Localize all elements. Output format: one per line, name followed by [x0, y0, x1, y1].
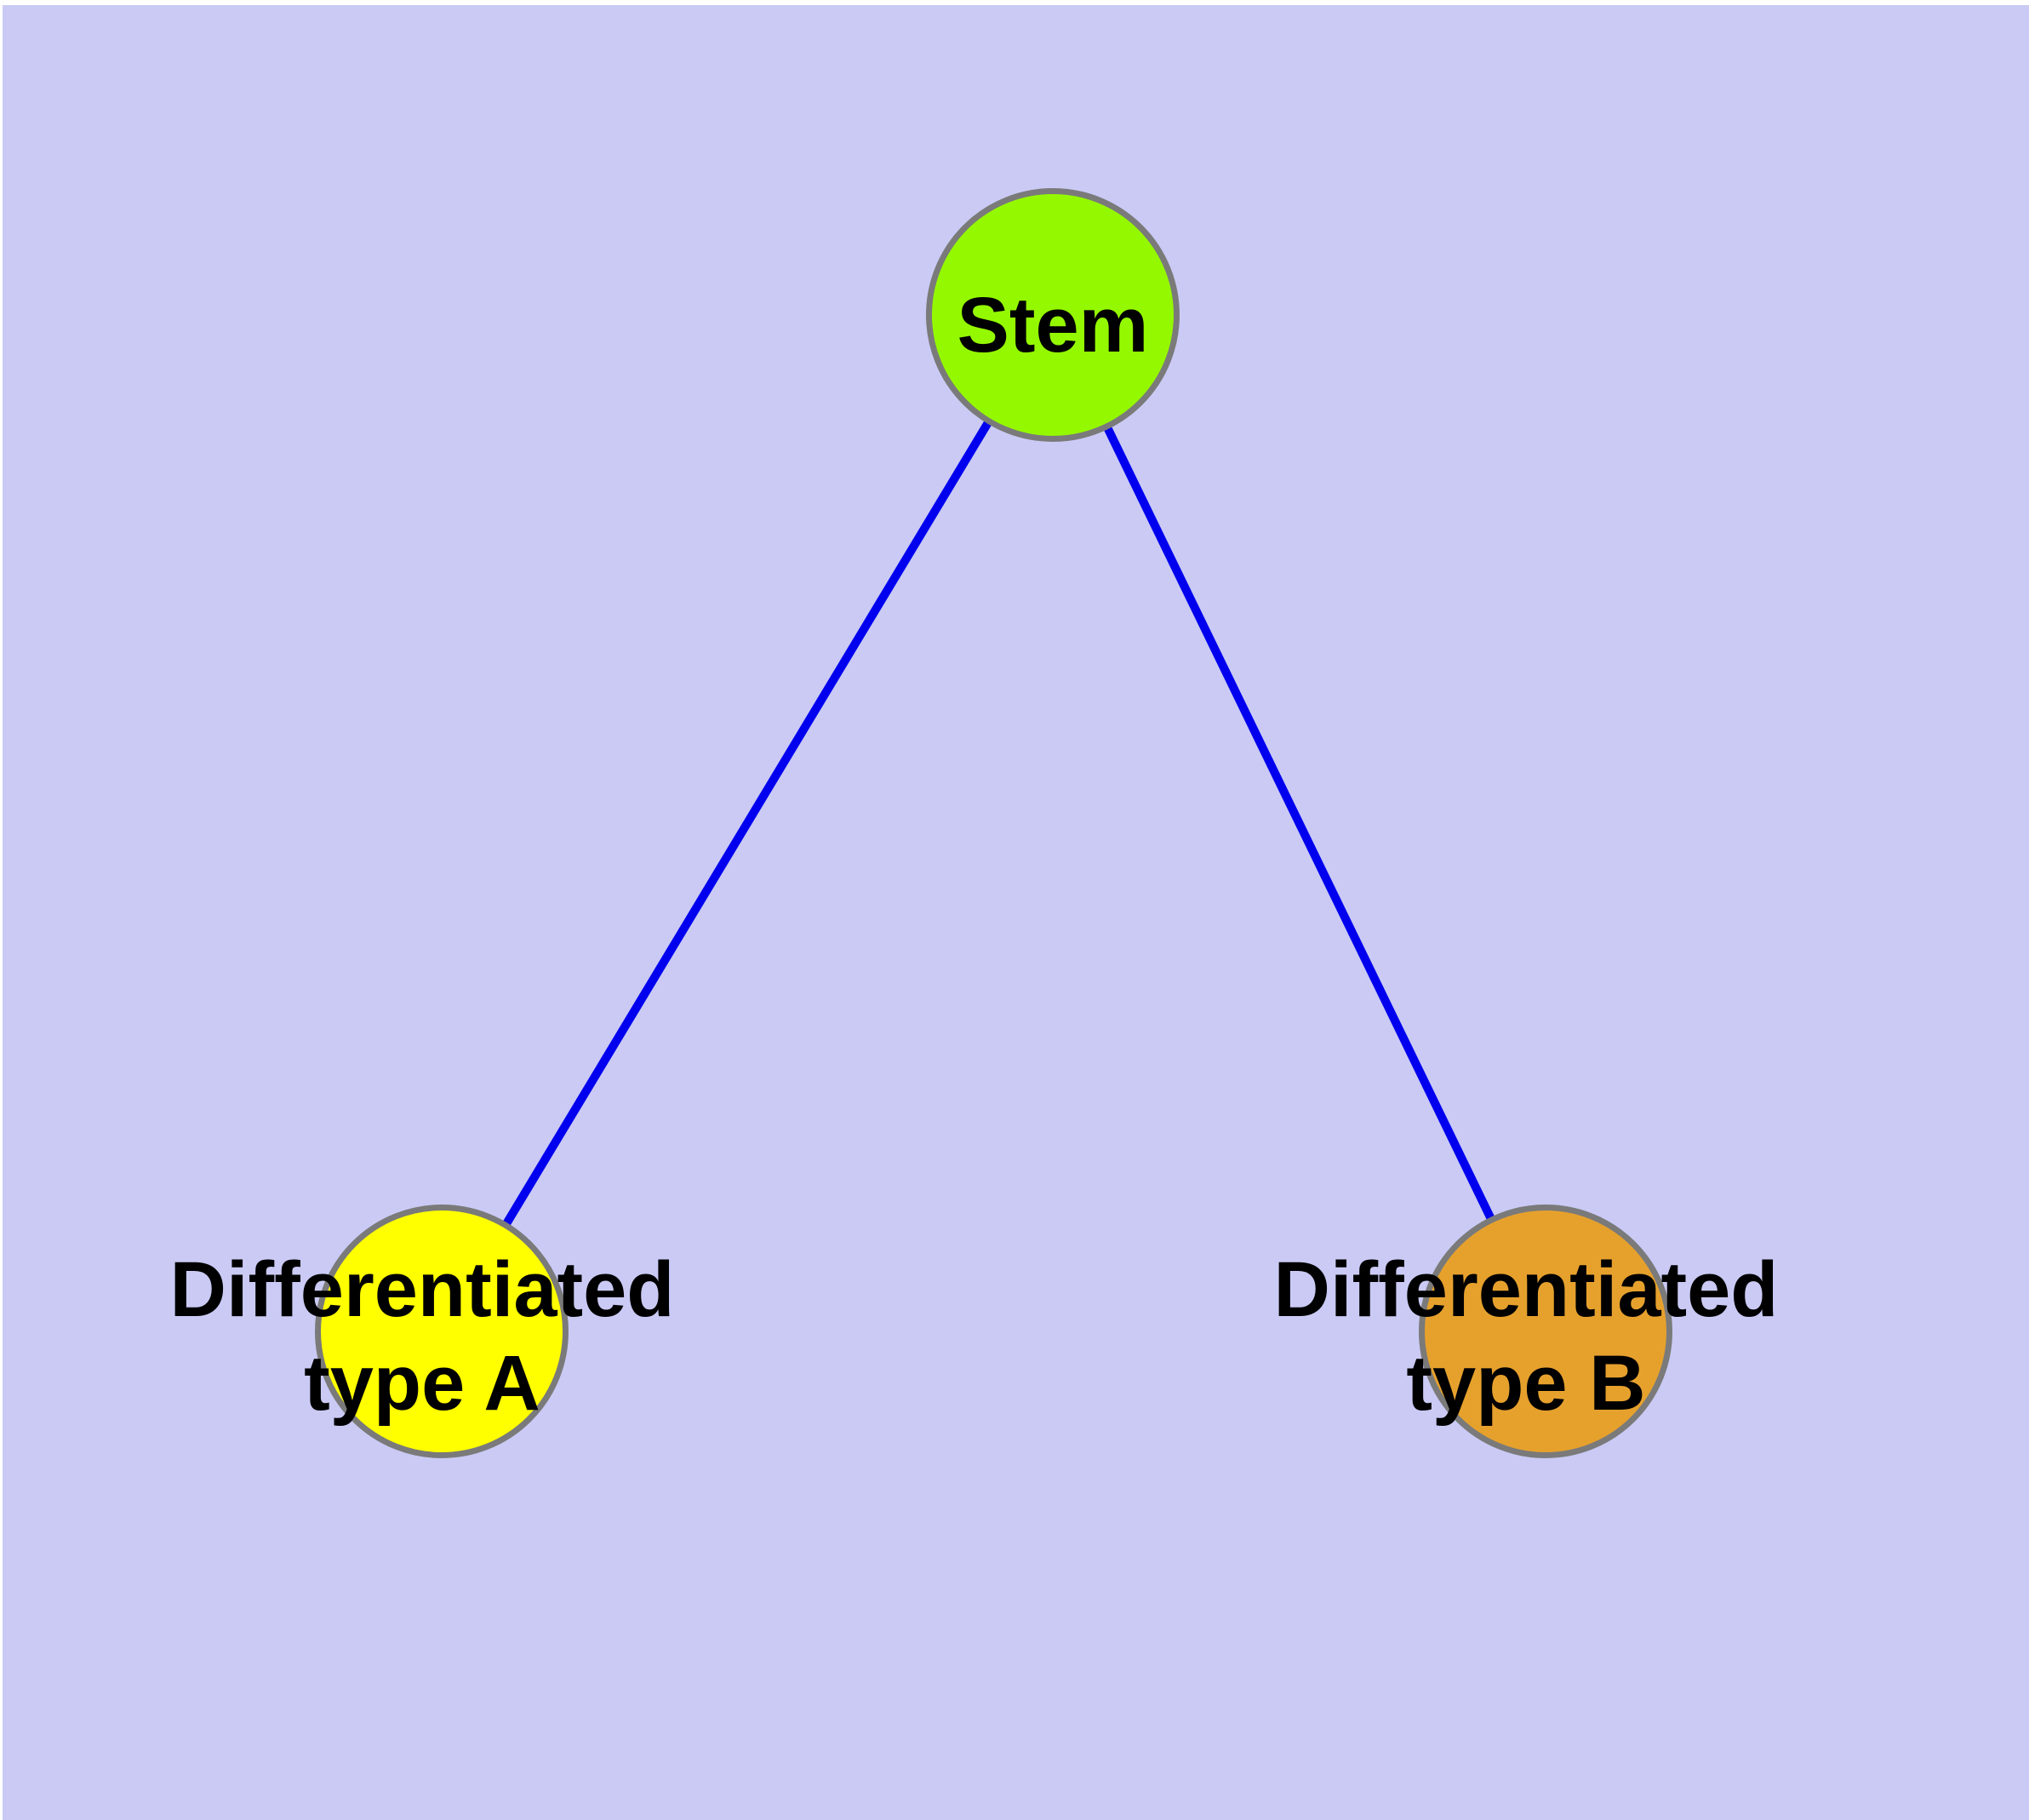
- node-stem-label-text: Stem: [957, 282, 1149, 369]
- node-stem-label: Stem: [957, 278, 1149, 372]
- node-stem: [926, 188, 1180, 442]
- node-differentiated-type-b-label: Differentiated type B: [1274, 1243, 1779, 1430]
- node-differentiated-type-b: [1419, 1205, 1672, 1458]
- node-a-label-line-1: Differentiated: [169, 1246, 675, 1333]
- edge-stem-to-differentiated-type-b: [1049, 312, 1550, 1334]
- node-b-label-line-1: Differentiated: [1273, 1246, 1779, 1333]
- node-b-label-line-2: type B: [1406, 1340, 1646, 1427]
- node-differentiated-type-a: [315, 1205, 569, 1458]
- edge-stem-to-differentiated-type-a: [437, 312, 1057, 1334]
- node-a-label-line-2: type A: [304, 1340, 540, 1427]
- node-differentiated-type-a-label: Differentiated type A: [170, 1243, 675, 1430]
